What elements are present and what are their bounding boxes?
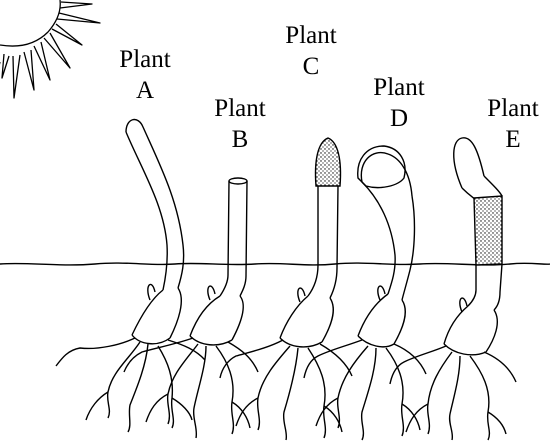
plant-b-seedling <box>124 178 258 438</box>
plant-c-opaque-cap <box>316 138 341 186</box>
plant-e-seedling <box>390 138 516 440</box>
soil-line <box>0 263 550 265</box>
plant-d-seedling <box>304 146 426 440</box>
plant-e-opaque-sleeve <box>474 196 502 265</box>
plant-a-seedling <box>56 120 205 432</box>
sun-icon <box>0 0 100 98</box>
